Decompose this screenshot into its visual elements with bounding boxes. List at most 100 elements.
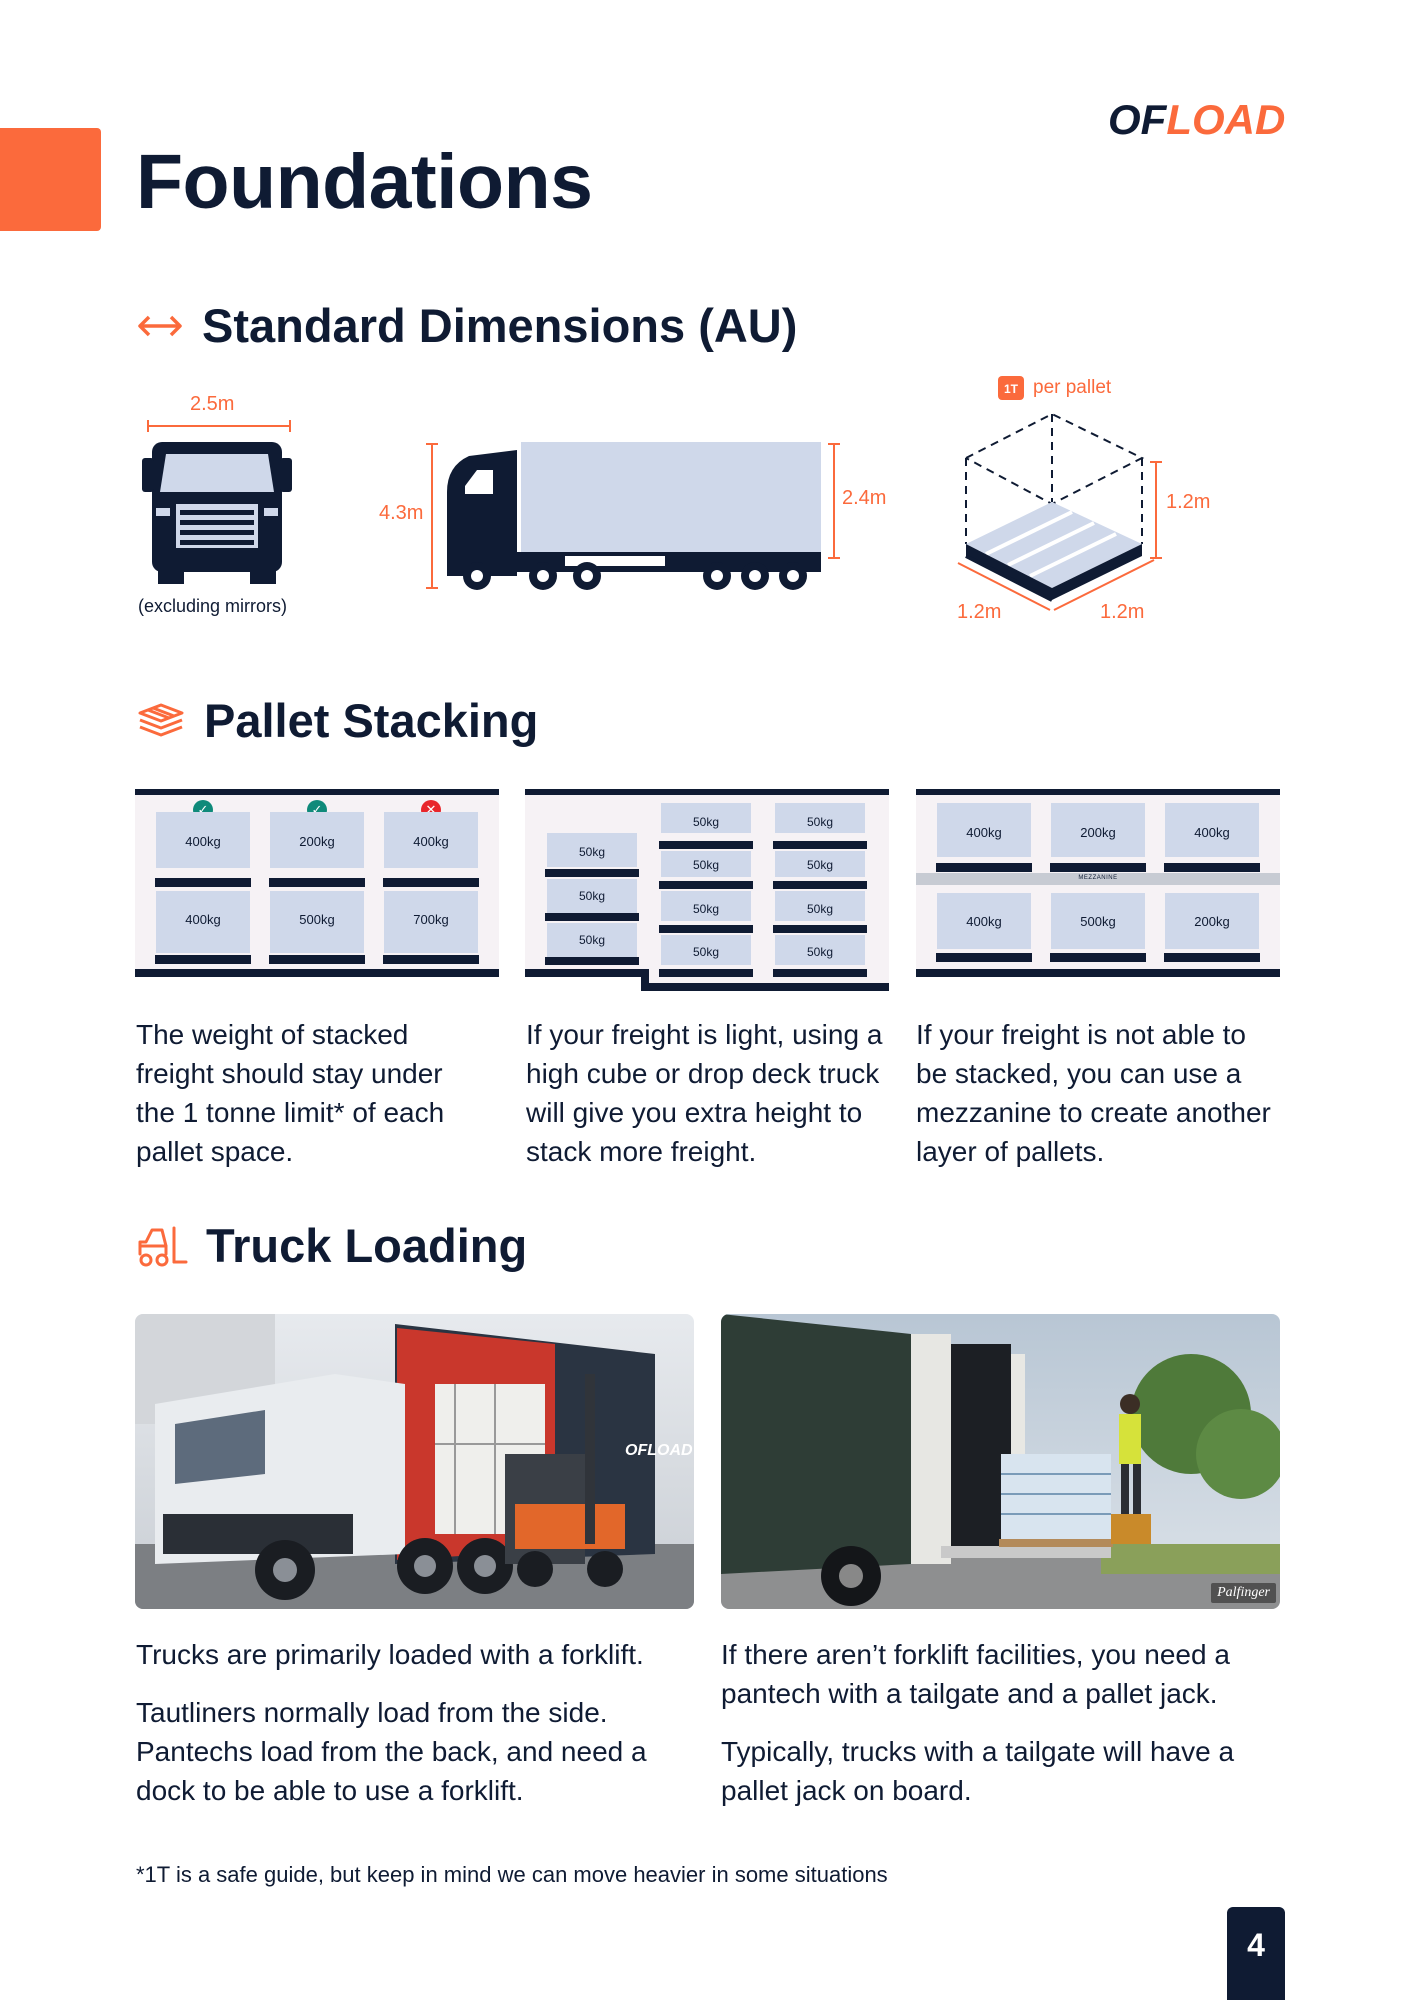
weight-label: 50kg	[806, 858, 834, 872]
truck-height-label: 4.3m	[379, 502, 424, 524]
weight-label: 50kg	[806, 945, 834, 959]
pallet-base	[1164, 863, 1260, 872]
loading-caption-right: If there aren’t forklift facilities, you…	[721, 1635, 1291, 1810]
weight-label: 50kg	[578, 889, 606, 903]
trailer-height-label: 2.4m	[842, 487, 887, 509]
forklift-icon	[138, 1226, 188, 1266]
pallet-box	[775, 891, 865, 921]
pallet-base	[659, 925, 753, 933]
weight-label: 400kg	[1194, 825, 1230, 840]
weight-label: 50kg	[692, 815, 720, 829]
pallet-box	[661, 851, 751, 877]
page-title: Foundations	[136, 139, 593, 225]
caption-line: freight should stay under	[136, 1058, 443, 1089]
weight-label: 200kg	[1194, 914, 1230, 929]
pallet-base	[269, 955, 365, 964]
pallet-weight-label: per pallet	[1033, 377, 1112, 398]
pallet-base	[545, 869, 639, 877]
stacking-caption-1: The weight of stacked freight should sta…	[136, 1015, 500, 1171]
pallet-box	[384, 891, 478, 953]
photo-pantech-tailgate: Palfinger	[721, 1314, 1280, 1609]
pallet-box	[1051, 803, 1145, 857]
ofload-logo: OFLOAD	[1108, 96, 1285, 144]
section-title: Truck Loading	[206, 1219, 528, 1272]
caption-line: If your freight is light, using a	[526, 1019, 883, 1050]
caption-line: If there aren’t forklift facilities, you…	[721, 1639, 1230, 1670]
photo-credit: Palfinger	[1211, 1583, 1276, 1603]
pallet-stack-icon	[138, 703, 184, 736]
caption-line: pallet space.	[136, 1136, 294, 1167]
pallet-box	[1165, 803, 1259, 857]
truck-width-note: (excluding mirrors)	[138, 596, 288, 616]
pallet-base	[936, 863, 1032, 872]
pallet-base	[545, 957, 639, 965]
pallet-base	[383, 878, 479, 887]
pallet-box	[156, 891, 250, 953]
weight-label: 50kg	[692, 902, 720, 916]
pallet-base	[773, 841, 867, 849]
caption-line: Trucks are primarily loaded with a forkl…	[136, 1639, 644, 1670]
pallet-base	[383, 955, 479, 964]
weight-label: 400kg	[966, 914, 1002, 929]
caption-line: high cube or drop deck truck	[526, 1058, 880, 1089]
caption-line: Tautliners normally load from the side.	[136, 1697, 608, 1728]
weight-label: 50kg	[692, 858, 720, 872]
pallet-height-label: 1.2m	[1166, 491, 1211, 513]
weight-label: 200kg	[299, 834, 335, 849]
mezzanine-label: MEZZANINE	[1078, 875, 1118, 881]
pallet-box	[156, 812, 250, 868]
caption-line: Pantechs load from the back, and need a	[136, 1736, 647, 1767]
pallet-base	[1050, 953, 1146, 962]
section-dimensions-heading: Standard Dimensions (AU)	[136, 298, 797, 353]
pallet-width-label: 1.2m	[1100, 601, 1145, 623]
pallet-base	[659, 841, 753, 849]
caption-line: The weight of stacked	[136, 1019, 409, 1050]
weight-label: 400kg	[185, 834, 221, 849]
pallet-box	[775, 803, 865, 833]
pallet-base	[269, 878, 365, 887]
loading-caption-left: Trucks are primarily loaded with a forkl…	[136, 1635, 696, 1810]
caption-line: stack more freight.	[526, 1136, 757, 1167]
pallet-base	[936, 953, 1032, 962]
pallet-base	[659, 969, 753, 977]
pallet-box	[547, 879, 637, 913]
truck-side-illustration	[426, 442, 840, 590]
pallet-base	[545, 913, 639, 921]
section-loading-heading: Truck Loading	[136, 1218, 527, 1273]
pallet-box	[270, 891, 364, 953]
weight-label: 50kg	[806, 902, 834, 916]
pallet-base	[155, 878, 251, 887]
weight-label: 50kg	[806, 815, 834, 829]
truck-logo: OFLOAD	[625, 1442, 693, 1459]
weight-label: 400kg	[185, 912, 221, 927]
caption-line: the 1 tonne limit* of each	[136, 1097, 445, 1128]
weight-label: 400kg	[413, 834, 449, 849]
pallet-base	[1050, 863, 1146, 872]
stacking-panel-2: 50kg 50kg 50kg 50kg 50kg 50kg 50kg 50kg …	[525, 789, 889, 991]
logo-load: LOAD	[1166, 96, 1286, 143]
pallet-base	[773, 969, 867, 977]
section-title: Pallet Stacking	[204, 694, 539, 747]
logo-of: OF	[1108, 96, 1167, 143]
pallet-length-label: 1.2m	[957, 601, 1002, 623]
truck-width-label: 2.5m	[190, 393, 235, 415]
double-arrow-icon	[138, 315, 182, 336]
caption-line: dock to be able to use a forklift.	[136, 1775, 524, 1806]
weight-label: 50kg	[692, 945, 720, 959]
caption-line: be stacked, you can use a	[916, 1058, 1242, 1089]
pallet-box	[384, 812, 478, 868]
weight-label: 50kg	[578, 933, 606, 947]
footnote: *1T is a safe guide, but keep in mind we…	[136, 1862, 888, 1887]
caption-line: If your freight is not able to	[916, 1019, 1246, 1050]
section-title: Standard Dimensions (AU)	[202, 299, 798, 352]
caption-line: pallet jack on board.	[721, 1775, 972, 1806]
weight-label: 200kg	[1080, 825, 1116, 840]
caption-line: mezzanine to create another	[916, 1097, 1271, 1128]
page-number: 4	[1227, 1907, 1285, 2000]
stacking-caption-2: If your freight is light, using a high c…	[526, 1015, 906, 1171]
weight-label: 500kg	[1080, 914, 1116, 929]
pallet-box	[937, 803, 1031, 857]
caption-line: layer of pallets.	[916, 1136, 1105, 1167]
pallet-box	[547, 923, 637, 957]
pallet-box	[270, 812, 364, 868]
